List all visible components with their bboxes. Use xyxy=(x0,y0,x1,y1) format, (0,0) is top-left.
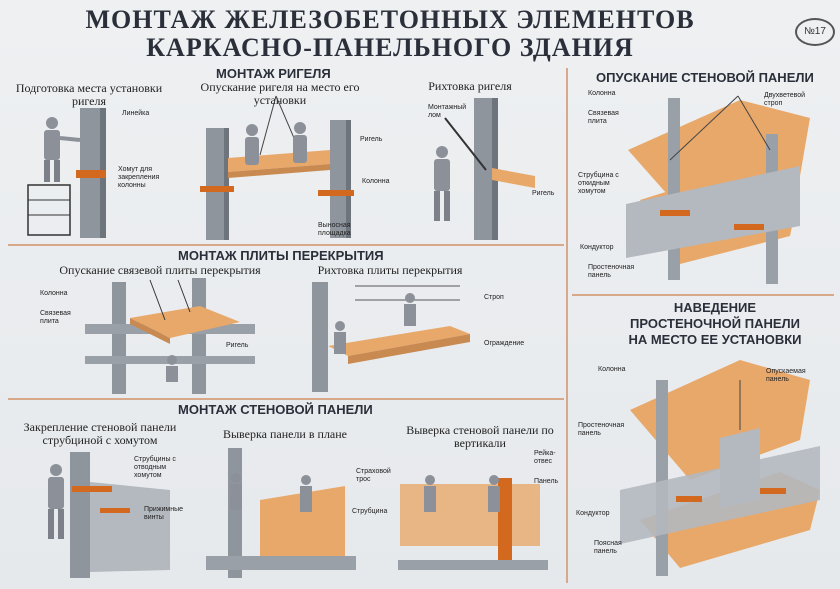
label-column-clamp: Хомут для закрепления колонны xyxy=(118,166,160,189)
illus-wall-clamp xyxy=(48,452,170,578)
label-sling: Строп xyxy=(484,294,504,301)
illus-wall-plan xyxy=(206,448,356,578)
label-conductor: Кондуктор xyxy=(580,244,614,251)
label-conductor-2: Кондуктор xyxy=(576,510,610,517)
label-crowbar: Монтажный лом xyxy=(428,104,467,119)
illus-lowering-panel xyxy=(626,95,810,284)
label-ruler: Линейка xyxy=(122,110,150,117)
poster-title: МОНТАЖ ЖЕЛЕЗОБЕТОННЫХ ЭЛЕМЕНТОВ КАРКАСНО… xyxy=(80,6,700,62)
number-badge: №17 xyxy=(795,18,835,46)
label-column-1: Колонна xyxy=(362,178,390,185)
illus-slab-align xyxy=(312,282,470,392)
label-clamp: Струбцина xyxy=(352,508,388,515)
caption-wall-plan: Выверка панели в плане xyxy=(222,427,348,441)
caption-rigel-align: Рихтовка ригеля xyxy=(428,79,512,93)
heading-wall: МОНТАЖ СТЕНОВОЙ ПАНЕЛИ xyxy=(178,402,373,417)
illus-rigel-lower xyxy=(200,95,354,240)
label-lowered-panel: Опускаемая панель xyxy=(766,368,806,383)
illus-wall-vertical xyxy=(398,475,548,570)
heading-guiding: НАВЕДЕНИЕ ПРОСТЕНОЧНОЙ ПАНЕЛИ НА МЕСТО Е… xyxy=(600,300,830,348)
label-fence: Ограждение xyxy=(484,340,525,347)
label-plumb-rod: Рейка-отвес xyxy=(534,450,556,465)
illus-guiding-panel xyxy=(620,360,820,576)
illus-rigel-prep xyxy=(27,108,106,238)
caption-wall-clamp: Закрепление стеновой панели струбциной с… xyxy=(23,420,177,447)
divider-right xyxy=(572,294,834,296)
illus-slab-lower xyxy=(85,278,255,394)
heading-lowering: ОПУСКАНИЕ СТЕНОВОЙ ПАНЕЛИ xyxy=(596,70,814,85)
title-line-2: КАРКАСНО-ПАНЕЛЬНОГО ЗДАНИЯ xyxy=(146,33,634,62)
label-rigel-1: Ригель xyxy=(360,136,383,143)
heading-guiding-line-1: НАВЕДЕНИЕ xyxy=(673,300,757,315)
caption-slab-lower: Опускание связевой плиты перекрытия xyxy=(59,263,261,277)
label-tie-slab: Связевая плита xyxy=(40,310,71,325)
caption-wall-vertical: Выверка стеновой панели по вертикали xyxy=(406,423,554,450)
label-column-3: Колонна xyxy=(588,90,616,97)
label-two-leg-sling: Двухветевой строп xyxy=(764,92,806,107)
label-rigel-2: Ригель xyxy=(532,190,555,197)
label-clamps-hinged: Струбцины с отводным хомутом xyxy=(134,456,176,479)
caption-slab-align: Рихтовка плиты перекрытия xyxy=(317,263,463,277)
label-outrigger: Выносная площадка xyxy=(318,222,351,237)
label-tie-slab-2: Связевая плита xyxy=(588,110,619,125)
divider-rigel-slab xyxy=(8,244,564,246)
label-safety-rope: Страховой трос xyxy=(356,468,391,483)
heading-guiding-line-3: НА МЕСТО ЕЕ УСТАНОВКИ xyxy=(628,332,802,347)
label-panel: Панель xyxy=(534,478,559,485)
title-line-1: МОНТАЖ ЖЕЛЕЗОБЕТОННЫХ ЭЛЕМЕНТОВ xyxy=(85,5,695,34)
label-column-2: Колонна xyxy=(40,290,68,297)
label-belt-panel: Поясная панель xyxy=(594,540,622,555)
divider-slab-wall xyxy=(8,398,564,400)
heading-slab: МОНТАЖ ПЛИТЫ ПЕРЕКРЫТИЯ xyxy=(178,248,384,263)
caption-rigel-lower: Опускание ригеля на место его установки xyxy=(200,80,360,107)
illus-rigel-align xyxy=(434,98,535,240)
vertical-divider xyxy=(566,68,568,583)
label-pier-panel-2: Простеночная панель xyxy=(578,422,625,437)
heading-rigel: МОНТАЖ РИГЕЛЯ xyxy=(216,66,331,81)
label-pier-panel: Простеночная панель xyxy=(588,264,635,279)
caption-rigel-prep: Подготовка места установки ригеля xyxy=(15,81,163,108)
label-rigel-3: Ригель xyxy=(226,342,249,349)
label-clamp-hinged-2: Струбцина с откидным хомутом xyxy=(578,172,619,195)
label-column-4: Колонна xyxy=(598,366,626,373)
heading-guiding-line-2: ПРОСТЕНОЧНОЙ ПАНЕЛИ xyxy=(630,316,800,331)
label-press-screws: Прижимные винты xyxy=(144,506,184,521)
